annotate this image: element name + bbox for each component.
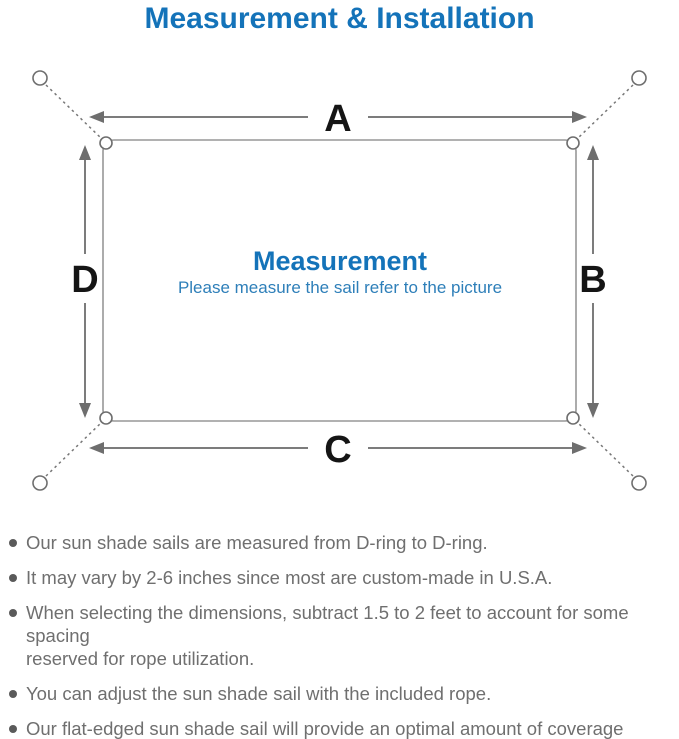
d-ring-icon	[566, 411, 580, 425]
diagram-center-subtitle: Please measure the sail refer to the pic…	[178, 278, 502, 297]
anchor-point-icon	[32, 70, 48, 86]
anchor-point-icon	[32, 475, 48, 491]
list-item: When selecting the dimensions, subtract …	[9, 601, 677, 670]
list-item: It may vary by 2-6 inches since most are…	[9, 566, 677, 589]
d-ring-icon	[566, 136, 580, 150]
note-text: You can adjust the sun shade sail with t…	[26, 683, 492, 704]
dimension-label-c: C	[324, 429, 351, 471]
note-text: Our sun shade sails are measured from D-…	[26, 532, 488, 553]
diagram-center-title: Measurement	[253, 246, 427, 276]
d-ring-icon	[99, 411, 113, 425]
anchor-point-icon	[631, 475, 647, 491]
page-title: Measurement & Installation	[144, 2, 535, 35]
dimension-label-a: A	[324, 98, 351, 140]
dimension-label-b: B	[579, 259, 606, 301]
bullet-dot-icon	[9, 609, 17, 617]
note-text: Our flat-edged sun shade sail will provi…	[26, 718, 624, 739]
arrowhead-icon	[587, 145, 599, 160]
bullet-dot-icon	[9, 725, 17, 733]
rope-dashed-line	[45, 421, 103, 477]
list-item: Our flat-edged sun shade sail will provi…	[9, 717, 677, 739]
arrowhead-icon	[89, 111, 104, 123]
bullet-dot-icon	[9, 539, 17, 547]
rope-dashed-line	[576, 421, 634, 477]
list-item: You can adjust the sun shade sail with t…	[9, 682, 677, 705]
bullet-dot-icon	[9, 574, 17, 582]
note-text: It may vary by 2-6 inches since most are…	[26, 567, 553, 588]
list-item: Our sun shade sails are measured from D-…	[9, 531, 677, 554]
arrowhead-icon	[572, 442, 587, 454]
arrowhead-icon	[79, 145, 91, 160]
d-ring-icon	[99, 136, 113, 150]
rope-dashed-line	[576, 84, 634, 140]
arrowhead-icon	[587, 403, 599, 418]
dimension-label-d: D	[71, 259, 98, 301]
bullet-dot-icon	[9, 690, 17, 698]
notes-list: Our sun shade sails are measured from D-…	[9, 531, 677, 739]
sail-outline	[102, 139, 577, 422]
anchor-point-icon	[631, 70, 647, 86]
note-text: When selecting the dimensions, subtract …	[26, 602, 629, 669]
rope-dashed-line	[45, 84, 103, 140]
arrowhead-icon	[79, 403, 91, 418]
arrowhead-icon	[89, 442, 104, 454]
arrowhead-icon	[572, 111, 587, 123]
